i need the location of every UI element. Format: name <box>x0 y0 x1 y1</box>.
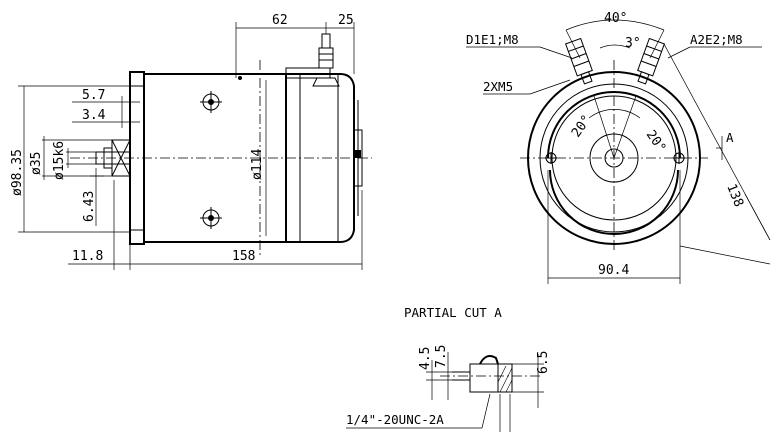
terminal-right-label: A2E2;M8 <box>690 32 743 47</box>
end-view: 40° 3° D1E1;M8 A2E2;M8 2XM5 20° 20° A 13… <box>466 11 771 284</box>
dim-6-43: 6.43 <box>82 191 97 222</box>
dim-90-4: 90.4 <box>598 263 629 278</box>
field-screw-top <box>200 91 222 113</box>
dim-5-7: 5.7 <box>82 88 105 103</box>
dim-4-5: 4.5 <box>418 347 433 370</box>
terminal-left-label: D1E1;M8 <box>466 32 519 47</box>
angle-20-right: 20° <box>643 128 669 156</box>
dim-158: 158 <box>232 249 255 264</box>
terminal-stud-right <box>637 37 665 85</box>
section-marker-a: A <box>726 130 734 145</box>
field-screw-bottom <box>200 207 222 229</box>
angle-3: 3° <box>625 36 641 51</box>
partial-cut-a: PARTIAL CUT A 4.5 7.5 6.5 1/4"-20UNC-2A <box>346 305 551 432</box>
dim-114: ø114 <box>250 149 265 180</box>
dim-35: ø35 <box>29 152 44 175</box>
dim-15k6: ø15k6 <box>52 141 67 180</box>
dim-11-8: 11.8 <box>72 249 103 264</box>
dim-6-5: 6.5 <box>536 351 551 374</box>
dim-25: 25 <box>338 13 354 28</box>
dim-138: 138 <box>723 182 746 209</box>
mounting-screw-right <box>673 152 685 164</box>
side-view: 62 25 5.7 3.4 ø98.35 ø35 ø15k6 6.43 ø114 <box>10 13 372 270</box>
partial-cut-title: PARTIAL CUT A <box>404 305 502 320</box>
dim-62: 62 <box>272 13 288 28</box>
thread-label: 1/4"-20UNC-2A <box>346 412 444 427</box>
screws-label: 2XM5 <box>483 79 513 94</box>
dim-3-4: 3.4 <box>82 108 106 123</box>
dim-7-5: 7.5 <box>434 345 449 368</box>
mounting-screw-left <box>545 152 557 164</box>
dim-98-35: ø98.35 <box>10 149 25 196</box>
terminal-stud-left <box>565 37 593 85</box>
angle-40: 40° <box>604 11 627 26</box>
terminal-stud <box>285 33 340 87</box>
